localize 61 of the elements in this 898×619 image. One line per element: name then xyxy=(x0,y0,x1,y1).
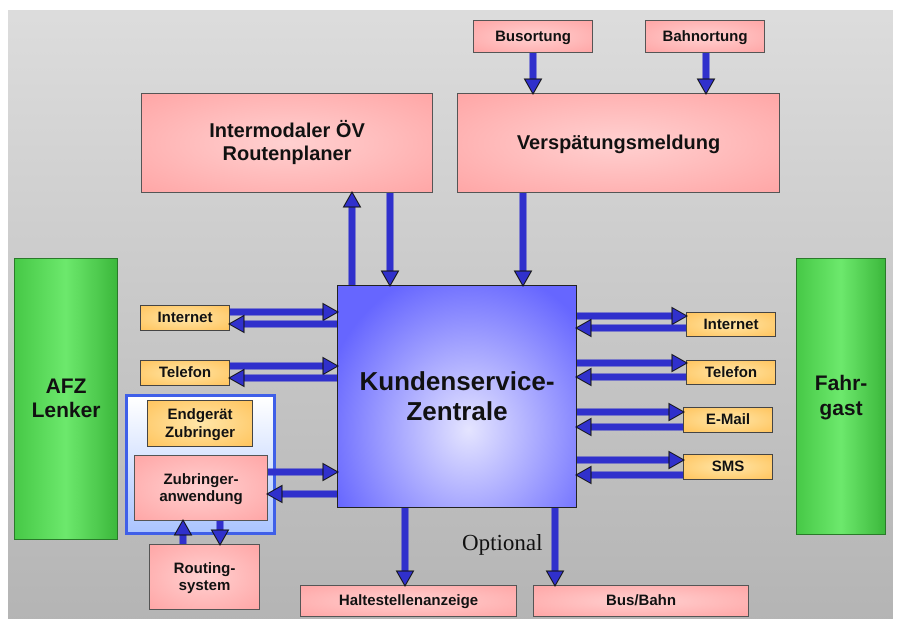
arrow xyxy=(577,451,684,469)
node-label: Haltestellenanzeige xyxy=(338,592,480,610)
channel-box xyxy=(147,400,253,447)
node-label: AFZ Lenker xyxy=(30,374,102,424)
arrow xyxy=(546,508,564,586)
arrow xyxy=(514,193,532,286)
node-label: SMS xyxy=(710,458,746,476)
arrow xyxy=(230,357,338,375)
arrow xyxy=(576,319,686,337)
process-box xyxy=(473,20,593,53)
arrow xyxy=(577,307,688,325)
node-label: Bahnortung xyxy=(662,28,748,46)
process-box xyxy=(457,93,780,193)
arrow xyxy=(230,303,338,321)
node-label: E-Mail xyxy=(704,411,752,429)
node-label: Telefon xyxy=(704,364,758,382)
note-text: Optional xyxy=(462,530,542,556)
process-box xyxy=(645,20,765,53)
arrow xyxy=(524,53,542,94)
process-box xyxy=(141,93,433,193)
group-panel xyxy=(125,394,276,535)
arrow xyxy=(577,403,684,421)
process-box xyxy=(300,585,517,617)
arrow xyxy=(576,418,683,436)
actor-bar xyxy=(14,258,118,540)
node-label: Telefon xyxy=(158,364,212,382)
node-label: Verspätungsmeldung xyxy=(516,132,722,154)
process-box xyxy=(134,455,268,521)
channel-box xyxy=(686,312,776,337)
arrow xyxy=(576,466,683,484)
channel-box xyxy=(140,305,230,331)
node-label: Internet xyxy=(156,309,214,327)
channel-box xyxy=(140,360,230,386)
channel-box xyxy=(683,454,773,480)
node-label: Busortung xyxy=(494,28,572,46)
arrow xyxy=(381,193,399,286)
arrow xyxy=(576,368,686,386)
arrow xyxy=(211,521,229,546)
arrow xyxy=(228,369,337,387)
arrow xyxy=(228,315,337,333)
actor-bar xyxy=(796,258,886,535)
arrow xyxy=(266,485,337,503)
central-box xyxy=(337,285,577,508)
channel-box xyxy=(686,360,776,385)
node-label: Zubringer- anwendung xyxy=(158,470,244,506)
node-label: Endgerät Zubringer xyxy=(164,406,236,441)
arrow xyxy=(396,508,414,586)
arrow xyxy=(577,354,688,372)
node-label: Bus/Bahn xyxy=(604,592,677,610)
node-label: Internet xyxy=(702,316,760,334)
arrow xyxy=(343,192,361,285)
arrow xyxy=(174,520,192,544)
process-box xyxy=(533,585,749,617)
arrow xyxy=(268,463,338,481)
arrow xyxy=(697,53,715,94)
node-label: Routing- system xyxy=(172,560,236,594)
process-box xyxy=(149,544,260,610)
node-label: Intermodaler ÖV Routenplaner xyxy=(208,120,366,166)
node-label: Kundenservice- Zentrale xyxy=(358,366,556,426)
node-label: Fahr- gast xyxy=(814,372,868,421)
channel-box xyxy=(683,407,773,433)
